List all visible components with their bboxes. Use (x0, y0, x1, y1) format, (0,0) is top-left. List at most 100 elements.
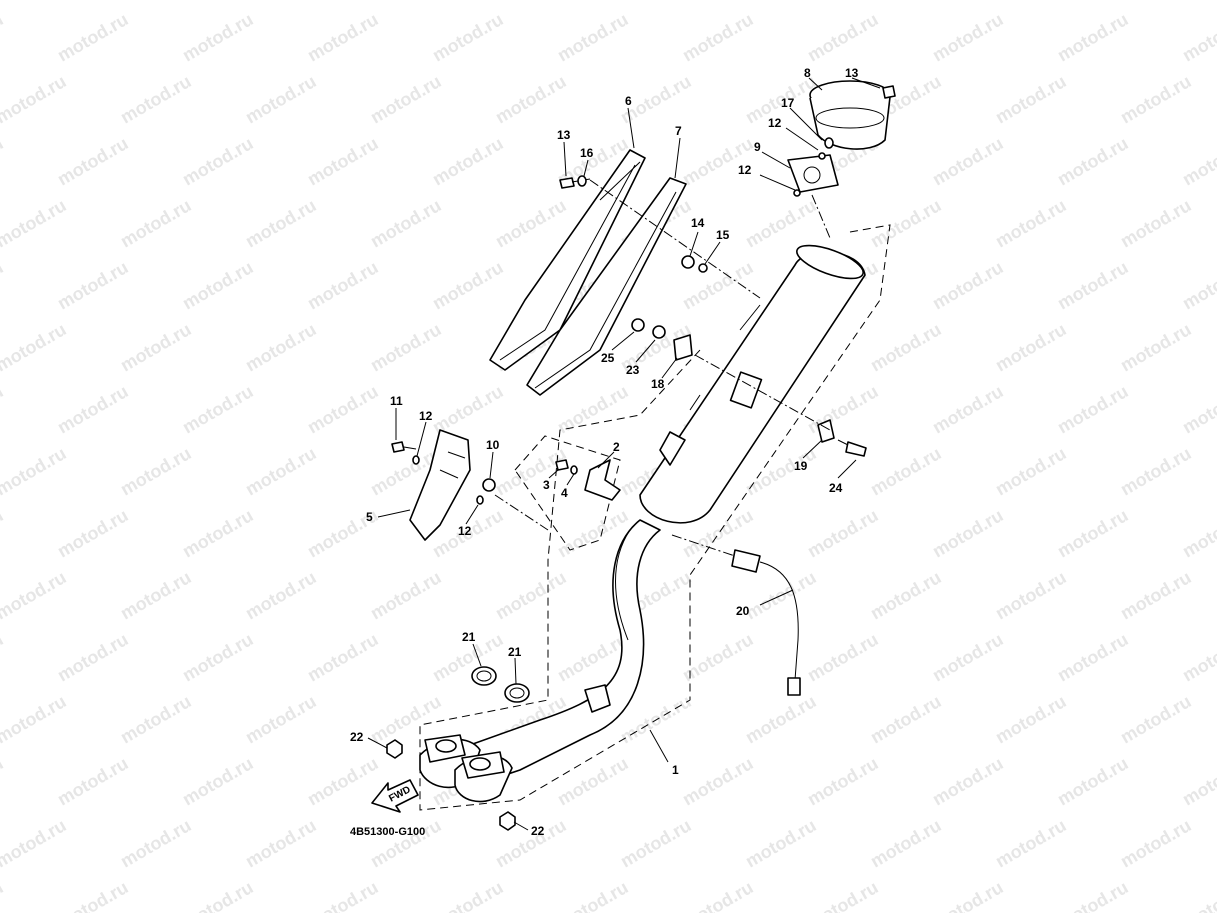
watermark: motod.ru (492, 0, 570, 3)
watermark: motod.ru (429, 381, 507, 437)
watermark: motod.ru (54, 629, 132, 685)
callout-16: 16 (580, 146, 594, 160)
watermark: motod.ru (304, 629, 382, 685)
watermark: motod.ru (367, 195, 445, 251)
watermark: motod.ru (617, 0, 695, 3)
forward-arrow: FWD (371, 779, 419, 813)
watermark: motod.ru (54, 505, 132, 561)
watermark: motod.ru (929, 505, 1007, 561)
callout-7: 7 (675, 124, 682, 138)
callout-3: 3 (543, 478, 550, 492)
callout-22: 22 (350, 730, 364, 744)
axis-line (494, 494, 549, 531)
watermark: motod.ru (117, 815, 195, 871)
inner-plate (787, 154, 839, 193)
watermark: motod.ru (0, 381, 7, 437)
watermark: motod.ru (242, 0, 320, 3)
watermark: motod.ru (0, 443, 70, 499)
watermark: motod.ru (992, 0, 1070, 3)
watermark: motod.ru (179, 877, 257, 913)
watermark: motod.ru (367, 319, 445, 375)
assembly-outline (419, 224, 891, 811)
flange-nut-bottom (499, 811, 516, 831)
watermark: motod.ru (867, 691, 945, 747)
watermark: motod.ru (804, 505, 882, 561)
axis-line (811, 194, 831, 239)
watermark: motod.ru (1054, 629, 1132, 685)
watermark: motod.ru (679, 9, 757, 65)
watermark: motod.ru (304, 133, 382, 189)
watermark: motod.ru (742, 0, 820, 3)
watermark: motod.ru (0, 815, 70, 871)
axis-line (671, 534, 736, 557)
watermark: motod.ru (804, 753, 882, 809)
watermark: motod.ru (242, 71, 320, 127)
protector-cover (409, 429, 471, 541)
watermark: motod.ru (429, 9, 507, 65)
watermark: motod.ru (242, 567, 320, 623)
callout-4: 4 (561, 486, 568, 500)
watermark: motod.ru (0, 133, 7, 189)
bracket-outline (514, 435, 621, 551)
watermark: motod.ru (1054, 257, 1132, 313)
watermark: motod.ru (0, 0, 70, 3)
watermark: motod.ru (742, 195, 820, 251)
watermark: motod.ru (554, 9, 632, 65)
watermark: motod.ru (492, 567, 570, 623)
watermark: motod.ru (992, 567, 1070, 623)
watermark: motod.ru (179, 753, 257, 809)
watermark: motod.ru (179, 133, 257, 189)
watermark: motod.ru (1179, 381, 1217, 437)
callout-20: 20 (736, 604, 750, 618)
watermark: motod.ru (804, 877, 882, 913)
callout-12: 12 (419, 409, 433, 423)
watermark: motod.ru (242, 443, 320, 499)
watermark: motod.ru (429, 133, 507, 189)
callout-19: 19 (794, 459, 808, 473)
watermark: motod.ru (804, 629, 882, 685)
watermark: motod.ru (179, 9, 257, 65)
watermark: motod.ru (117, 691, 195, 747)
callout-13: 13 (557, 128, 571, 142)
watermark: motod.ru (492, 195, 570, 251)
watermark: motod.ru (0, 9, 7, 65)
watermark: motod.ru (304, 381, 382, 437)
callout-10: 10 (486, 438, 500, 452)
watermark: motod.ru (0, 753, 7, 809)
watermark: motod.ru (0, 505, 7, 561)
watermark: motod.ru (1179, 133, 1217, 189)
watermark: motod.ru (304, 257, 382, 313)
watermark: motod.ru (54, 877, 132, 913)
callout-18: 18 (651, 377, 665, 391)
watermark: motod.ru (554, 877, 632, 913)
watermark: motod.ru (867, 319, 945, 375)
callout-2: 2 (613, 440, 620, 454)
watermark: motod.ru (992, 319, 1070, 375)
callout-23: 23 (626, 363, 640, 377)
watermark: motod.ru (429, 877, 507, 913)
watermark: motod.ru (242, 815, 320, 871)
watermark: motod.ru (1054, 9, 1132, 65)
watermark: motod.ru (1117, 319, 1195, 375)
watermark: motod.ru (1117, 443, 1195, 499)
callout-25: 25 (601, 351, 615, 365)
watermark: motod.ru (242, 691, 320, 747)
watermark: motod.ru (929, 381, 1007, 437)
watermark: motod.ru (492, 71, 570, 127)
callout-12: 12 (768, 116, 782, 130)
watermark: motod.ru (0, 567, 70, 623)
watermark: motod.ru (867, 195, 945, 251)
watermark: motod.ru (867, 567, 945, 623)
watermark: motod.ru (54, 257, 132, 313)
watermark: motod.ru (0, 629, 7, 685)
callout-21: 21 (508, 645, 522, 659)
callout-13: 13 (845, 66, 859, 80)
watermark: motod.ru (992, 815, 1070, 871)
fasteners (391, 85, 896, 505)
callout-21: 21 (462, 630, 476, 644)
watermark: motod.ru (0, 71, 70, 127)
watermark: motod.ru (929, 257, 1007, 313)
watermark: motod.ru (1117, 0, 1195, 3)
watermark: motod.ru (804, 381, 882, 437)
